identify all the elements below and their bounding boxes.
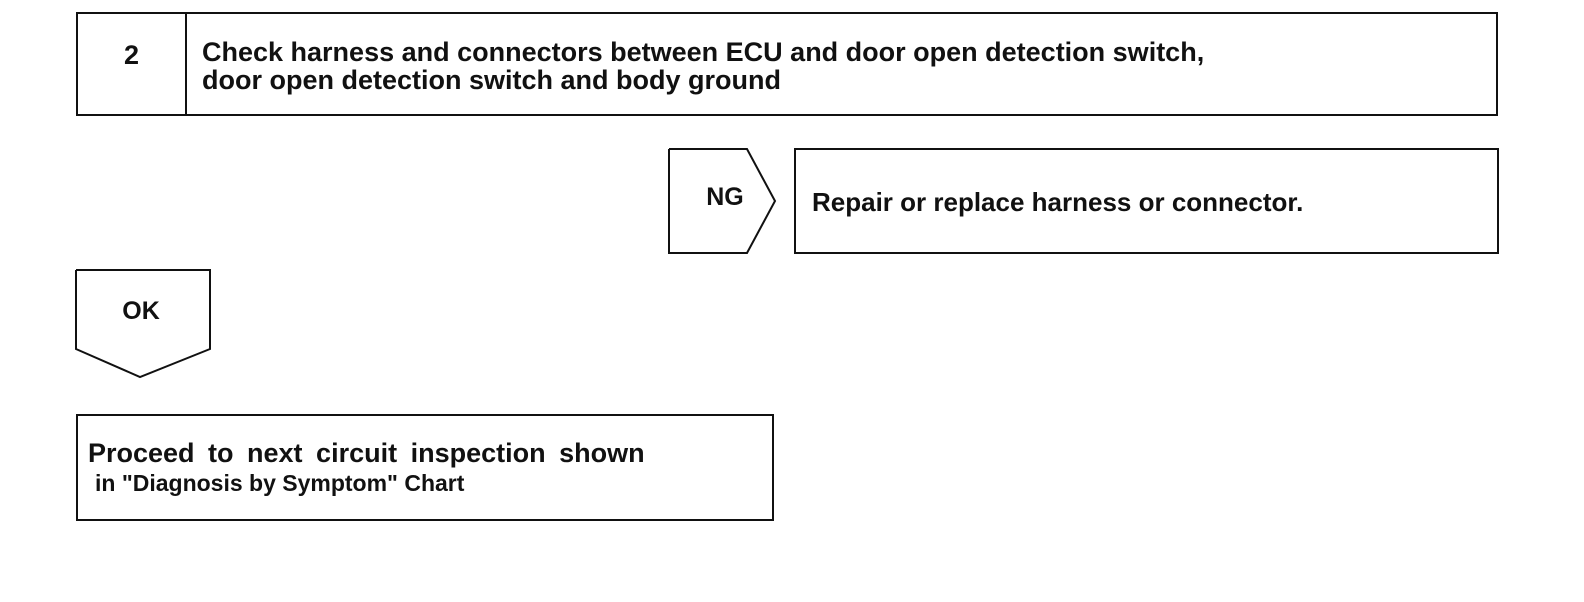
ng-arrow-shape — [668, 148, 777, 254]
ok-arrow-shape — [75, 269, 211, 379]
step-number: 2 — [123, 40, 140, 70]
next-action-box: Proceed to next circuit inspection shown… — [76, 414, 774, 521]
step-title-line-1: Check harness and connectors between ECU… — [202, 37, 1205, 67]
step-title-line-2: door open detection switch and body grou… — [202, 65, 781, 95]
step-number-cell: 2 — [78, 14, 187, 114]
ok-label: OK — [122, 297, 160, 325]
step-title: Check harness and connectors between ECU… — [202, 38, 1204, 94]
ng-result-box: Repair or replace harness or connector. — [794, 148, 1499, 254]
ng-result-text: Repair or replace harness or connector. — [812, 187, 1304, 217]
ng-label: NG — [706, 183, 744, 211]
next-action-line-1: Proceed to next circuit inspection shown — [88, 438, 645, 468]
step-header-box: 2 Check harness and connectors between E… — [76, 12, 1498, 116]
next-action-line-2: in "Diagnosis by Symptom" Chart — [95, 470, 465, 496]
